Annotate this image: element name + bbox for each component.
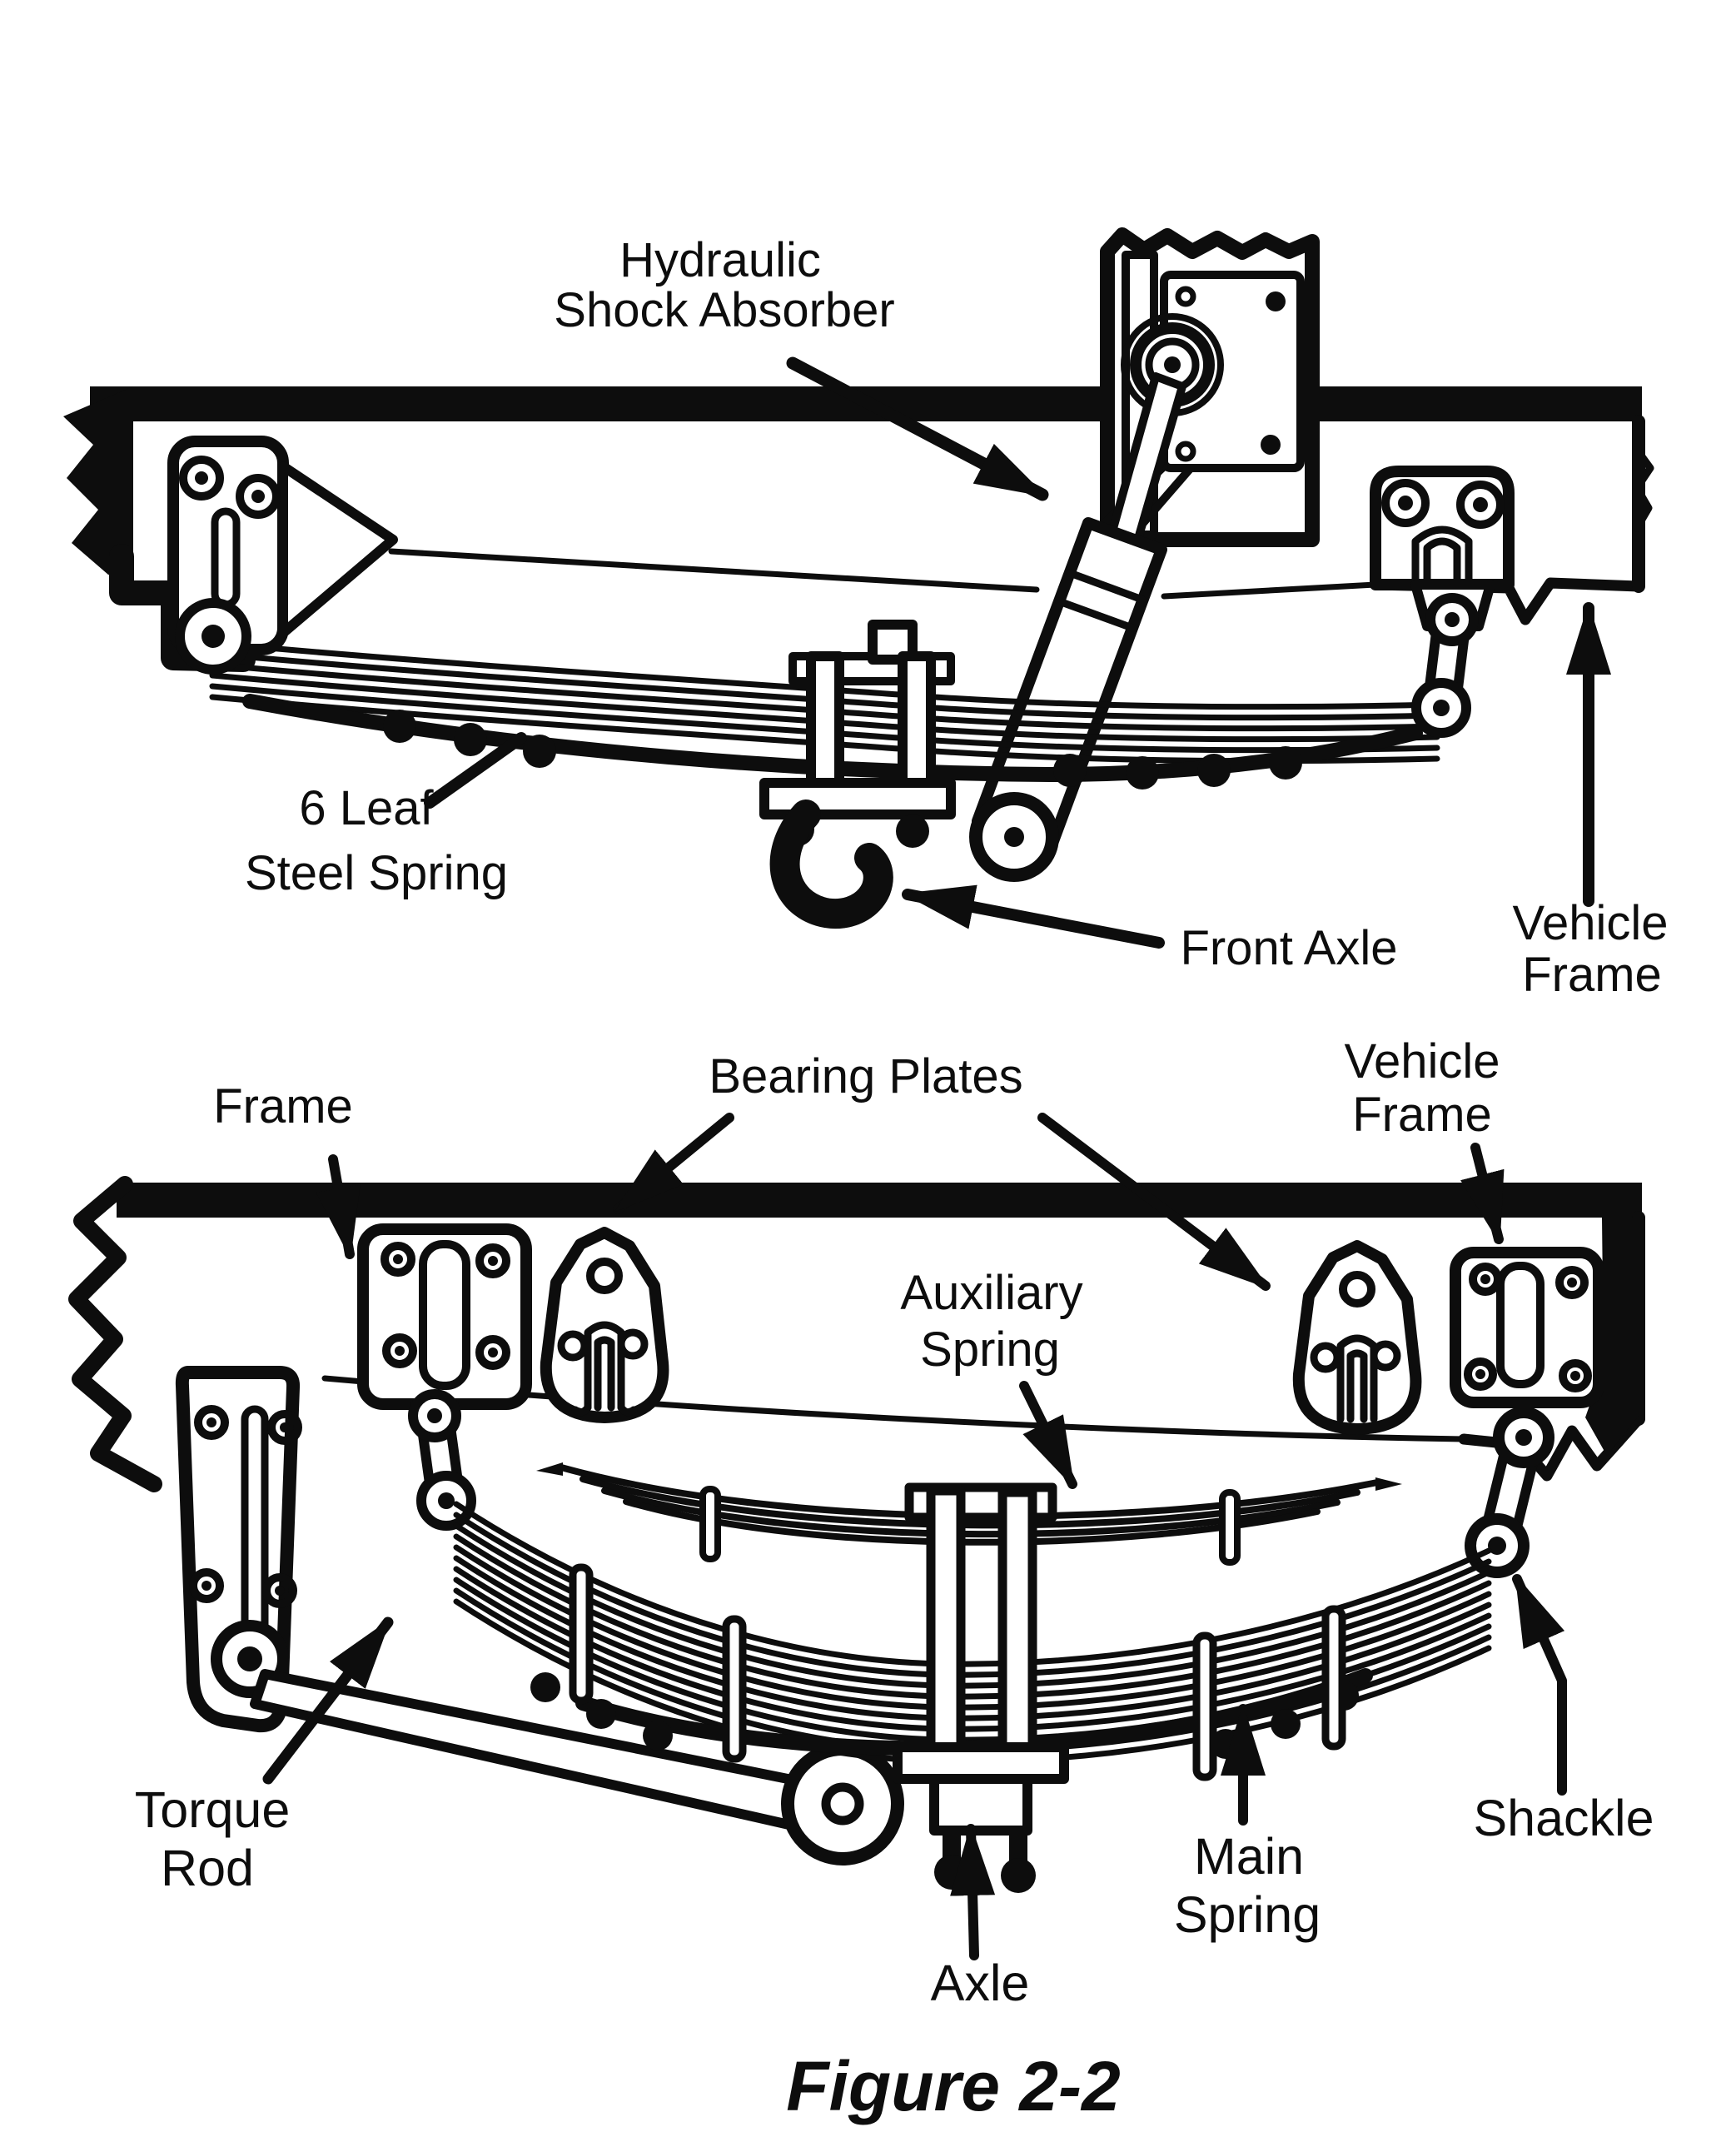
bearing-plates-arrow-right bbox=[1037, 1113, 1271, 1291]
aux-spring-label-arrow bbox=[1019, 1381, 1077, 1489]
bearing-plate-front bbox=[540, 1227, 669, 1423]
label-main-spring-line1: Main bbox=[1194, 1828, 1304, 1885]
rear-axle bbox=[929, 1774, 1032, 1836]
front-spring-hanger-bracket bbox=[167, 436, 398, 675]
label-aux-spring-line2: Spring bbox=[920, 1323, 1060, 1377]
label-hydraulic-line2: Shock Absorber bbox=[554, 283, 894, 337]
frame-torn-edge bbox=[63, 386, 133, 575]
frame-label-arrow bbox=[316, 1154, 361, 1259]
label-6leaf-line1: 6 Leaf bbox=[299, 781, 434, 835]
six-leaf-label-leader bbox=[424, 732, 527, 809]
label-front-vframe-line2: Frame bbox=[1522, 948, 1662, 1002]
label-shackle: Shackle bbox=[1473, 1790, 1654, 1846]
label-main-spring-line2: Spring bbox=[1174, 1886, 1321, 1943]
front-axle-clamp bbox=[759, 620, 956, 929]
hydraulic-shock-absorber bbox=[969, 372, 1186, 882]
label-rear-vframe-line2: Frame bbox=[1352, 1088, 1492, 1142]
torque-rod-bracket bbox=[175, 1366, 302, 1733]
torque-rod-eye bbox=[781, 1742, 904, 1866]
label-rear-vframe-line1: Vehicle bbox=[1344, 1034, 1500, 1088]
torque-rod bbox=[250, 1669, 904, 1866]
front-suspension-diagram: Hydraulic Shock Absorber 6 Leaf Steel Sp… bbox=[63, 227, 1669, 1002]
rear-suspension-labels: Frame Bearing Plates Vehicle Frame Auxil… bbox=[135, 1034, 1654, 2011]
label-torque-rod-line2: Rod bbox=[161, 1840, 254, 1896]
front-axle-hook bbox=[769, 800, 893, 929]
front-suspension-labels: Hydraulic Shock Absorber 6 Leaf Steel Sp… bbox=[245, 233, 1669, 1002]
bearing-plate-rear bbox=[1292, 1240, 1422, 1435]
hydraulic-label-arrow bbox=[786, 356, 1049, 501]
label-aux-spring-line1: Auxiliary bbox=[900, 1266, 1082, 1320]
front-axle-label-arrow bbox=[902, 884, 1165, 949]
leaf-end-scallops bbox=[383, 710, 1302, 790]
label-hydraulic-line1: Hydraulic bbox=[619, 233, 821, 287]
rear-frame-torn-edge bbox=[68, 1176, 162, 1492]
rear-front-hanger-and-links bbox=[357, 1223, 532, 1531]
label-axle: Axle bbox=[931, 1955, 1030, 2011]
front-rear-hanger-and-shackle bbox=[1370, 466, 1515, 738]
rear-vframe-label-arrow bbox=[1460, 1143, 1505, 1244]
label-bearing-plates: Bearing Plates bbox=[709, 1049, 1022, 1103]
torque-rod-label-arrow bbox=[262, 1616, 394, 1785]
bearing-plates-arrow-left bbox=[613, 1113, 734, 1214]
label-torque-rod-line1: Torque bbox=[135, 1781, 291, 1838]
axle-label-arrow bbox=[950, 1824, 996, 1960]
rear-axle-clamp bbox=[893, 1482, 1069, 1893]
figure-caption: Figure 2-2 bbox=[786, 2047, 1120, 2125]
rear-shackle-assembly bbox=[1450, 1247, 1604, 1578]
label-frame: Frame bbox=[213, 1079, 353, 1133]
shackle-label-arrow bbox=[1512, 1574, 1567, 1796]
rear-suspension-diagram: Frame Bearing Plates Vehicle Frame Auxil… bbox=[68, 1034, 1654, 2011]
label-front-axle: Front Axle bbox=[1180, 921, 1397, 975]
label-6leaf-line2: Steel Spring bbox=[245, 846, 508, 900]
